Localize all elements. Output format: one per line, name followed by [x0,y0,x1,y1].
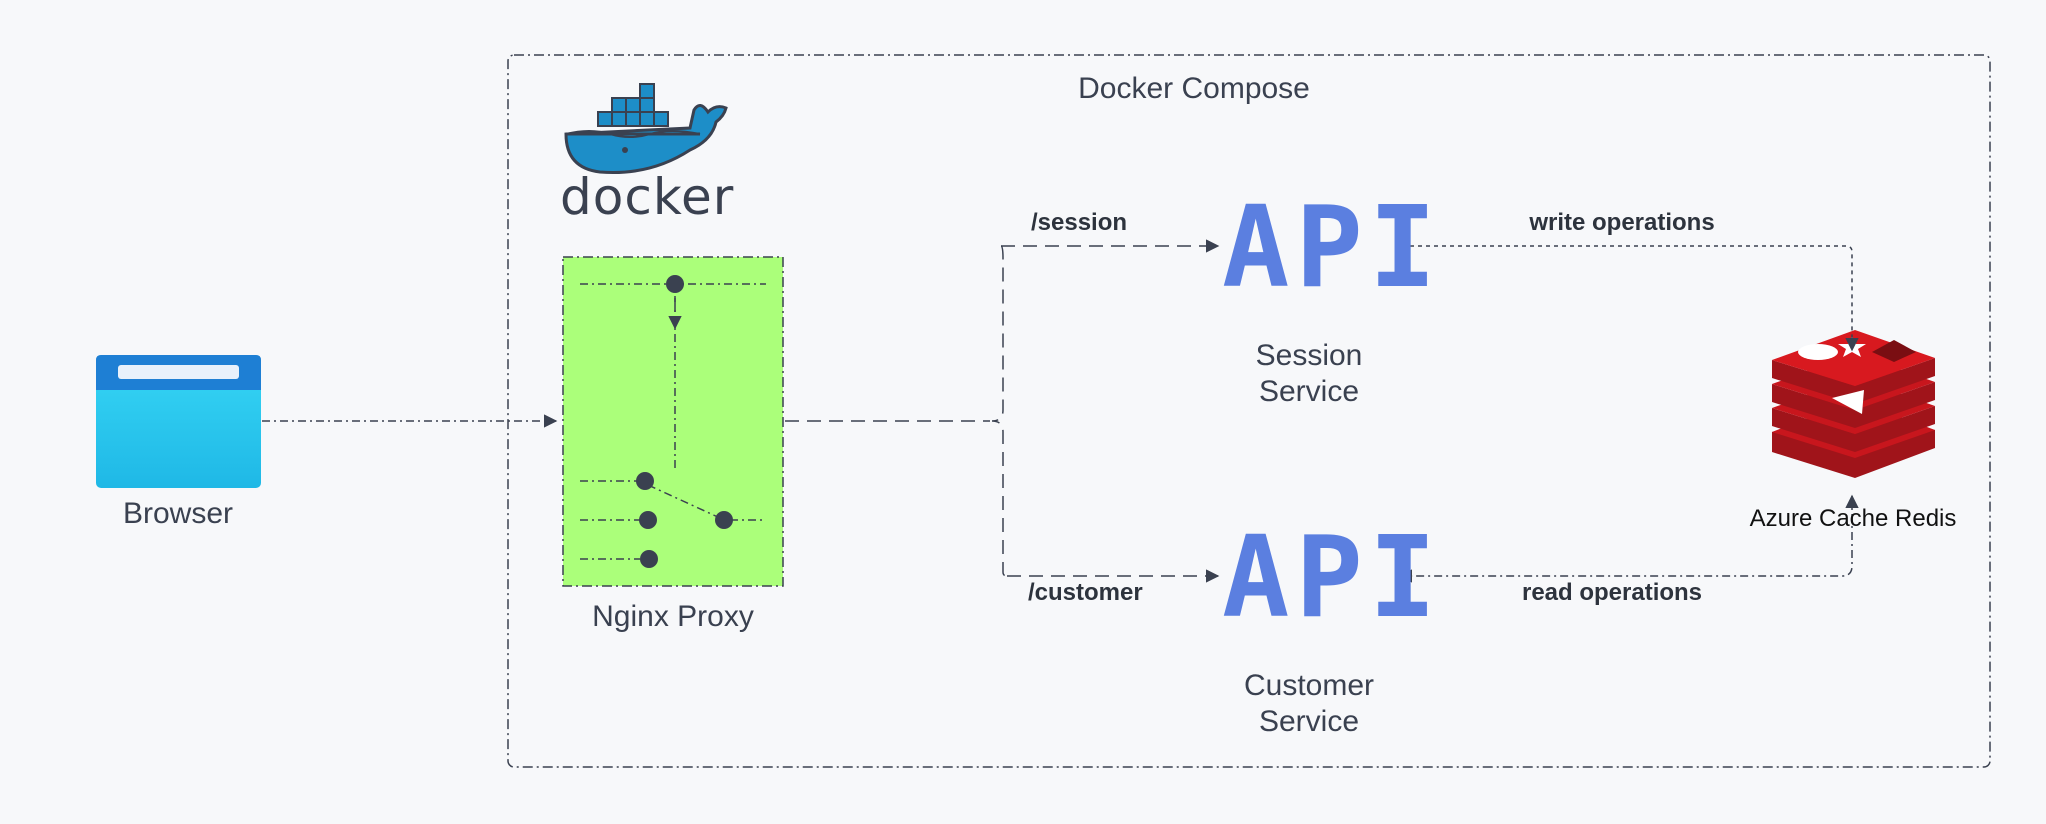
browser-window-icon [96,355,261,488]
session-service-label-line1: Session [1255,339,1363,372]
docker-compose-boundary [507,54,1991,768]
write-operations-edge [1402,245,1859,352]
session-route-label: /session [1031,209,1128,236]
browser-label: Browser [122,497,234,530]
customer-api-badge: API [1222,513,1443,643]
docker-logo-text: docker [560,168,735,226]
customer-service-label-line1: Customer [1243,669,1375,702]
docker-whale-icon [564,83,728,174]
customer-route-label: /customer [1028,579,1143,606]
docker-compose-title: Docker Compose [1078,72,1310,105]
redis-label: Azure Cache Redis [1749,505,1957,532]
read-operations-edge [1398,494,1859,583]
redis-cube-icon [1772,330,1935,478]
session-service-label-line2: Service [1258,375,1360,408]
session-api-badge: API [1222,183,1443,313]
read-operations-label: read operations [1521,579,1703,606]
customer-service-label-line2: Service [1258,705,1360,738]
nginx-proxy-label: Nginx Proxy [592,600,754,633]
nginx-proxy-box [562,256,784,587]
router-bracket [991,245,1008,577]
write-operations-label: write operations [1529,209,1715,236]
